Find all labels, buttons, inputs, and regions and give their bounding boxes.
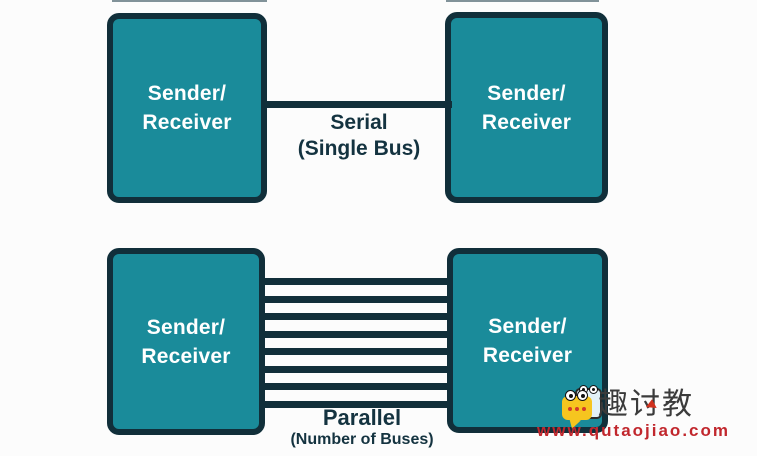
parallel-bus-lines — [260, 278, 452, 408]
watermark-brand-text: 趣讨教 — [598, 387, 694, 422]
serial-connection-label: Serial (Single Bus) — [265, 110, 453, 162]
watermark-chat-bubbles-icon — [560, 385, 604, 432]
top-edge-artifact-left — [112, 0, 267, 2]
bus-line — [260, 365, 452, 373]
serial-bus-lines — [261, 101, 452, 108]
sender-receiver-box-parallel-right: Sender/ Receiver — [447, 248, 608, 433]
bus-line — [260, 383, 452, 391]
connection-label-main: Serial — [330, 111, 388, 134]
box-label: Sender/ Receiver — [141, 315, 231, 368]
box-label: Sender/ Receiver — [142, 82, 232, 134]
sender-receiver-box-parallel-left: Sender/ Receiver — [107, 248, 265, 435]
logo-eye-icon — [565, 390, 576, 401]
connection-label-sub: (Number of Buses) — [290, 431, 434, 448]
box-label: Sender/ Receiver — [481, 81, 572, 134]
connection-label-main: Parallel — [322, 405, 402, 430]
logo-eye-icon — [577, 390, 588, 401]
sender-receiver-box-serial-right: Sender/ Receiver — [445, 12, 608, 203]
bus-line — [261, 101, 452, 108]
sender-receiver-box-serial-left: Sender/ Receiver — [107, 13, 267, 203]
top-edge-artifact-right — [446, 0, 599, 2]
bus-line — [260, 348, 452, 356]
bus-line — [260, 295, 452, 303]
bus-line — [260, 330, 452, 338]
bus-line — [260, 400, 452, 408]
box-label: Sender/ Receiver — [482, 314, 573, 367]
watermark-url-text: www.qutaojiao.com — [537, 421, 730, 440]
logo-dots-icon — [568, 407, 586, 411]
bus-line — [260, 278, 452, 285]
bus-line — [260, 313, 452, 321]
speech-bubble-front-icon — [562, 390, 592, 420]
parallel-connection-label: Parallel (Number of Buses) — [246, 405, 478, 449]
logo-eye-icon — [589, 385, 598, 394]
connection-label-sub: (Single Bus) — [297, 137, 421, 160]
